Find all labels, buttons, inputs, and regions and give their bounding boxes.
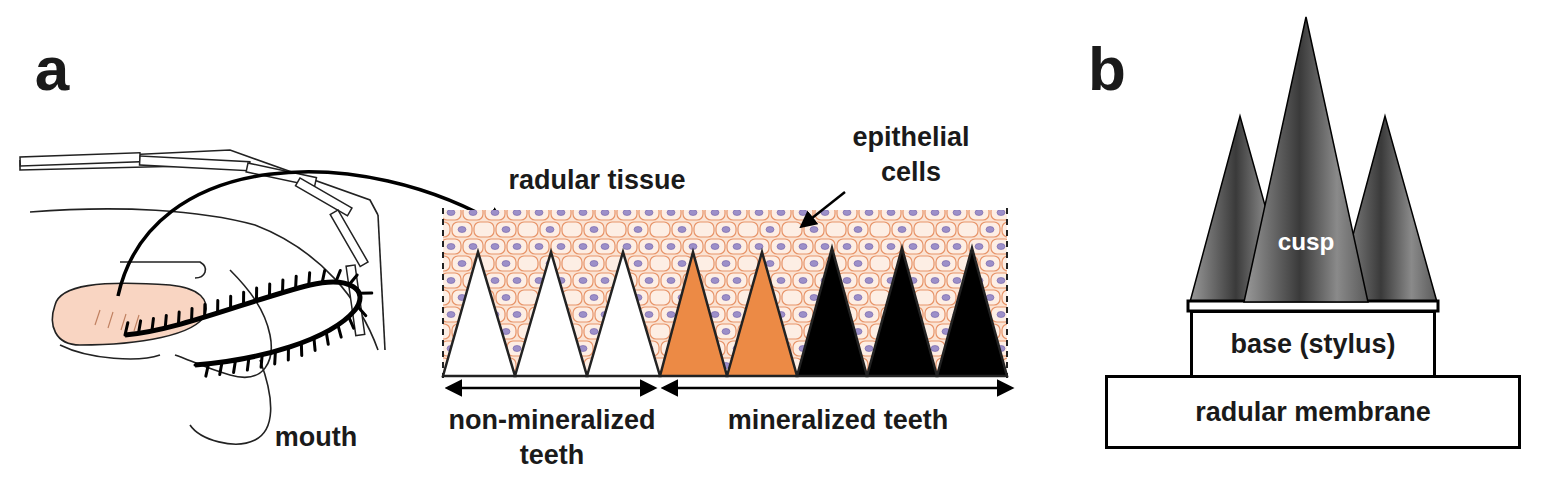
node-text: base (stylus) <box>1230 329 1395 360</box>
node-text: cusp <box>1243 228 1369 256</box>
panel-letter: a <box>17 38 87 100</box>
cusp-cone: cusp <box>1243 16 1369 303</box>
membrane-box: radular membrane <box>1105 375 1521 449</box>
part-label: non-mineralized teeth <box>422 403 682 473</box>
cone-shape <box>1243 16 1369 303</box>
node-text: radular membrane <box>1195 397 1431 428</box>
panel-letter: b <box>1072 38 1142 100</box>
part-label: mineralized teeth <box>688 403 988 438</box>
part-label: radular tissue <box>477 163 717 198</box>
part-label: mouth <box>256 420 376 455</box>
part-label: epithelial cells <box>826 120 996 190</box>
base-box: base (stylus) <box>1190 310 1436 378</box>
